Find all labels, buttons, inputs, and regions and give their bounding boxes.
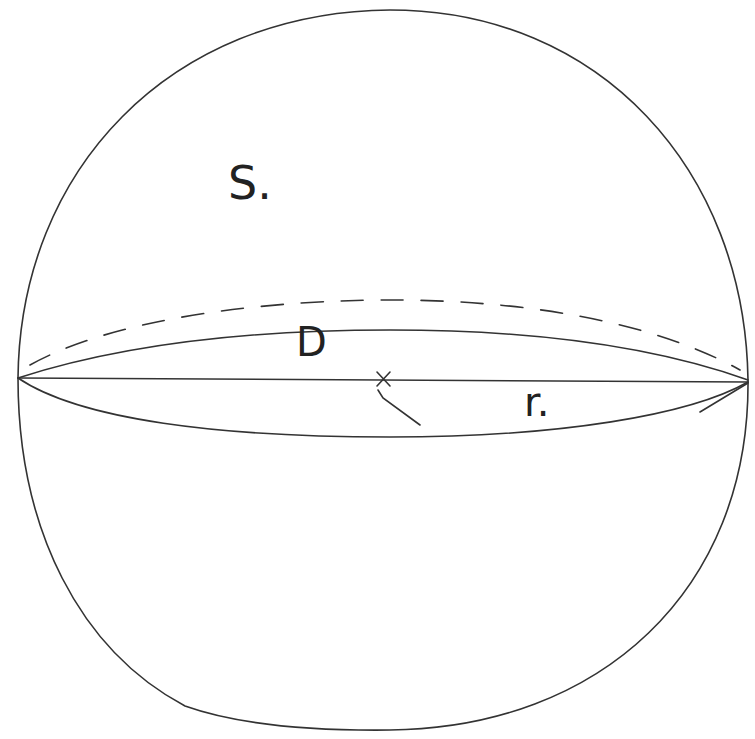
disc-lower-arc	[18, 378, 748, 437]
radius-stroke	[700, 383, 748, 412]
disc-label: D	[296, 322, 327, 362]
center-mark	[377, 372, 390, 386]
center-leader	[378, 390, 420, 425]
disc-upper-arc	[18, 330, 748, 380]
equator-back-dashed	[30, 300, 740, 370]
radius-label: r.	[524, 382, 550, 422]
sphere-outline	[18, 10, 748, 730]
sphere-label: S.	[228, 160, 272, 206]
